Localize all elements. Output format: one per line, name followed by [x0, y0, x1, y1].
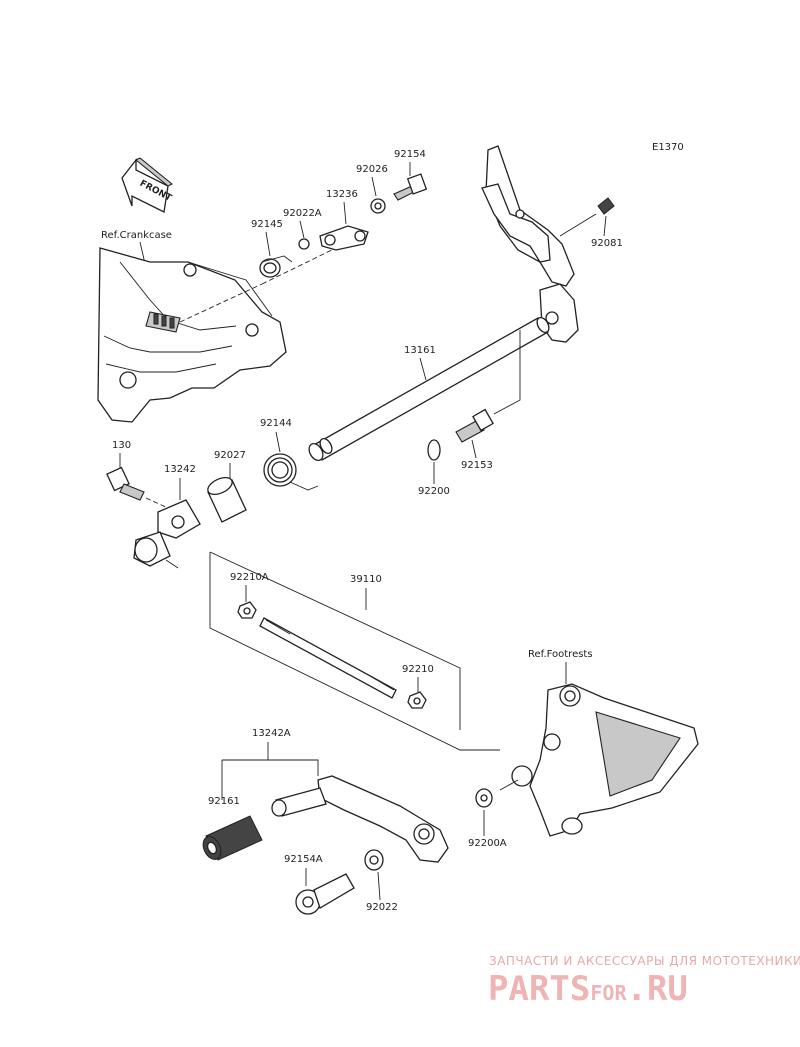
- nut-92210A: [237, 601, 257, 619]
- label-92144: 92144: [260, 418, 292, 429]
- label-13242A: 13242A: [252, 728, 291, 739]
- shift-fork-assembly: [481, 145, 597, 343]
- label-39110: 39110: [350, 574, 382, 585]
- label-92200: 92200: [418, 486, 450, 497]
- pin-92081: [597, 197, 615, 215]
- label-92081: 92081: [591, 238, 623, 249]
- label-92154: 92154: [394, 149, 426, 160]
- collar-92027: [207, 476, 247, 523]
- label-92026: 92026: [356, 164, 388, 175]
- label-13236: 13236: [326, 189, 358, 200]
- bolt-92153: [455, 408, 494, 443]
- label-13242: 13242: [164, 464, 196, 475]
- label-92161: 92161: [208, 796, 240, 807]
- watermark: ЗАПЧАСТИ И АКСЕССУАРЫ ДЛЯ МОТОТЕХНИКИ PA…: [488, 954, 800, 1009]
- washer-92022A: [298, 238, 310, 250]
- label-92154A: 92154A: [284, 854, 323, 865]
- bolt-92154: [393, 173, 428, 201]
- label-92210: 92210: [402, 664, 434, 675]
- shift-pedal-lever: [271, 775, 449, 863]
- watermark-brand-main: PARTS: [488, 969, 590, 1009]
- crankcase-housing: [97, 247, 287, 423]
- watermark-brand-tld: .RU: [626, 969, 687, 1009]
- ref-crankcase-label: Ref.Crankcase: [101, 230, 172, 241]
- label-92022: 92022: [366, 902, 398, 913]
- ref-footrests-label: Ref.Footrests: [528, 649, 593, 660]
- watermark-brand-sep: FOR: [590, 981, 627, 1005]
- bolt-130: [106, 466, 145, 501]
- footrest-bracket: [511, 683, 699, 837]
- front-arrow-icon: FRONT: [121, 157, 174, 213]
- label-92145: 92145: [251, 219, 283, 230]
- shift-shaft-13161: [308, 316, 550, 462]
- bolt-92154A: [295, 873, 355, 915]
- watermark-brand: PARTSFOR.RU: [488, 969, 688, 1009]
- label-130: 130: [112, 440, 131, 451]
- tie-rod-39110: [259, 617, 397, 699]
- label-92200A: 92200A: [468, 838, 507, 849]
- rubber-92161: [202, 815, 263, 861]
- clamp-lever-13242: [133, 499, 201, 567]
- spring-92145: [259, 255, 293, 278]
- spring-92144: [263, 453, 319, 491]
- label-92027: 92027: [214, 450, 246, 461]
- washer-92200: [427, 439, 441, 461]
- plate-13236: [319, 225, 369, 251]
- label-13161: 13161: [404, 345, 436, 356]
- nut-92210: [407, 691, 427, 709]
- label-92210A: 92210A: [230, 572, 269, 583]
- diagram-code: E1370: [652, 142, 684, 153]
- watermark-tagline: ЗАПЧАСТИ И АКСЕССУАРЫ ДЛЯ МОТОТЕХНИКИ: [489, 954, 800, 968]
- label-92022A: 92022A: [283, 208, 322, 219]
- label-92153: 92153: [461, 460, 493, 471]
